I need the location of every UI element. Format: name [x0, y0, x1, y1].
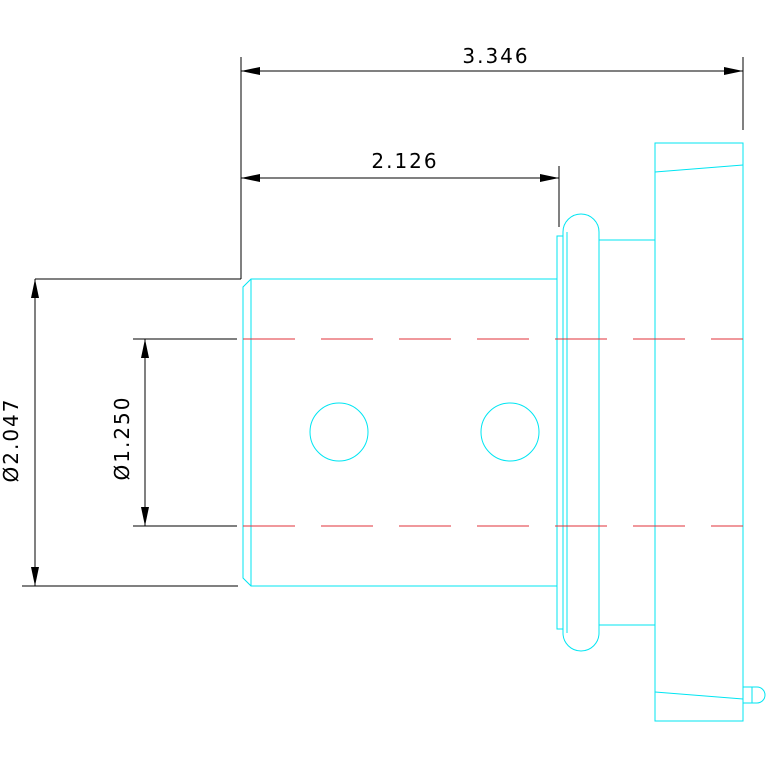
dim-inner-diameter: Ø1.250	[110, 338, 237, 527]
cross-hole-right	[480, 402, 540, 462]
dim-body-length: 2.126	[241, 149, 560, 227]
inner-diameter-label: Ø1.250	[110, 396, 134, 481]
dim-overall-length: 3.346	[35, 44, 744, 280]
flange-ring	[556, 213, 600, 652]
dim-outer-diameter: Ø2.047	[0, 279, 238, 587]
body-length-label: 2.126	[371, 149, 438, 173]
cross-hole-left	[309, 402, 369, 462]
neck	[598, 239, 656, 626]
pin	[743, 686, 766, 704]
overall-length-label: 3.346	[462, 44, 529, 68]
main-body	[242, 278, 558, 587]
outer-diameter-label: Ø2.047	[0, 398, 23, 483]
head-plate	[654, 142, 744, 722]
part-outline	[242, 142, 766, 722]
center-lines	[243, 338, 743, 527]
